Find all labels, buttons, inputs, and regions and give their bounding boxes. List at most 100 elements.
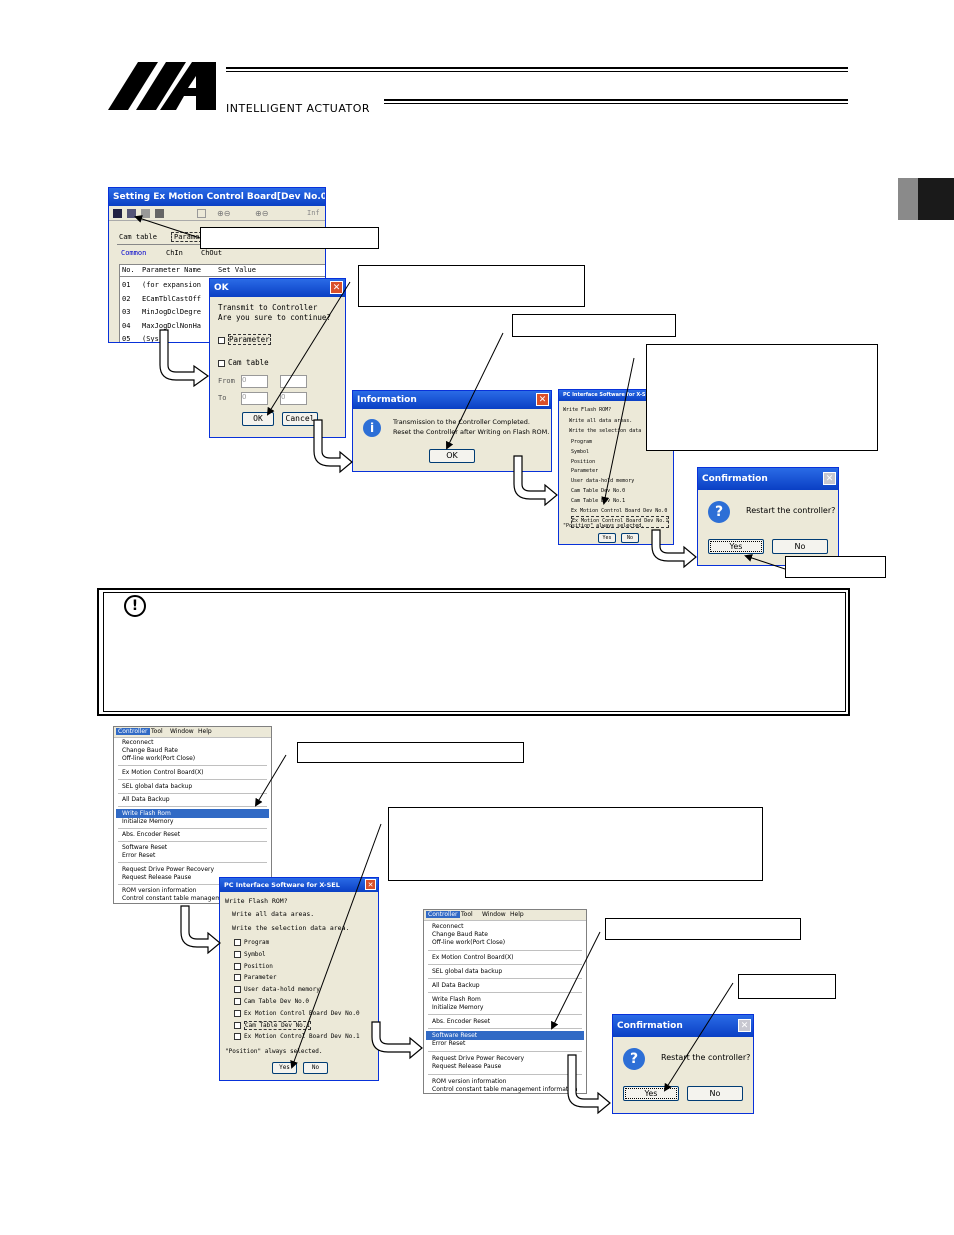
- parameter-checkbox[interactable]: Parameter: [218, 334, 271, 345]
- flash-large-no[interactable]: No: [303, 1062, 328, 1074]
- print-icon[interactable]: [155, 209, 164, 218]
- menu2-controller[interactable]: Controller: [426, 911, 460, 918]
- flash-large-items[interactable]: Program Symbol Position Parameter User d…: [234, 937, 360, 1043]
- close-icon[interactable]: ✕: [738, 1019, 751, 1032]
- confirmation-dialog-2: Confirmation ✕ ? Restart the controller?…: [612, 1014, 754, 1114]
- menu-item-error-reset[interactable]: Error Reset: [122, 852, 156, 859]
- transmit-icon[interactable]: [127, 209, 136, 218]
- menu-item-rom-version[interactable]: ROM version information: [122, 887, 197, 894]
- menu2-item-release-pause[interactable]: Request Release Pause: [432, 1063, 502, 1070]
- flash-small-all[interactable]: Write all data areas.: [569, 418, 633, 424]
- flash-small-yes[interactable]: Yes: [598, 533, 616, 543]
- close-icon[interactable]: ✕: [330, 281, 343, 294]
- menu2-item-software-reset[interactable]: Software Reset: [432, 1032, 478, 1039]
- caution-box: !: [97, 588, 850, 716]
- menu2-item-abs-reset[interactable]: Abs. Encoder Reset: [432, 1018, 491, 1025]
- menu2-item-all-backup[interactable]: All Data Backup: [432, 982, 480, 989]
- tab-chout[interactable]: ChOut: [201, 249, 223, 257]
- menu-item-release-pause[interactable]: Request Release Pause: [122, 874, 192, 881]
- flash-large-sel[interactable]: Write the selection data area.: [232, 924, 350, 932]
- chapter-tab-light: [898, 178, 918, 220]
- menu-help[interactable]: Help: [198, 728, 212, 735]
- menu-item-offline[interactable]: Off-line work(Port Close): [122, 755, 196, 762]
- callout-box-2: [358, 265, 585, 307]
- menu2-tool[interactable]: Tool: [461, 911, 473, 918]
- menu2-item-write-flash[interactable]: Write Flash Rom: [432, 996, 481, 1003]
- menu2-item-offline[interactable]: Off-line work(Port Close): [432, 939, 506, 946]
- menu2-item-drive-power[interactable]: Request Drive Power Recovery: [432, 1055, 525, 1062]
- menu2-window[interactable]: Window: [482, 911, 506, 918]
- confirmation-dialog-1: Confirmation ✕ ? Restart the controller?…: [697, 467, 839, 566]
- info-ok-button[interactable]: OK: [429, 449, 475, 463]
- flow-arrow-5: [180, 905, 221, 955]
- menu-controller[interactable]: Controller: [116, 728, 150, 735]
- menu2-help[interactable]: Help: [510, 911, 524, 918]
- flash-large-yes[interactable]: Yes: [272, 1062, 297, 1074]
- menu2-item-sel-backup[interactable]: SEL global data backup: [432, 968, 503, 975]
- header-rule-top-thin: [226, 71, 848, 72]
- menu-window[interactable]: Window: [170, 728, 194, 735]
- to-select-2[interactable]: 0: [280, 392, 307, 405]
- tab-common[interactable]: Common: [121, 249, 147, 257]
- from-select-2[interactable]: [280, 375, 307, 388]
- caution-icon: !: [124, 595, 146, 617]
- menu-item-reconnect[interactable]: Reconnect: [122, 739, 154, 746]
- to-select[interactable]: 0: [241, 392, 268, 405]
- menu-item-control-constant[interactable]: Control constant table management: [122, 895, 231, 902]
- tool-icon[interactable]: [141, 209, 150, 218]
- close-icon[interactable]: ✕: [536, 393, 549, 406]
- callout-box-7: [388, 807, 763, 881]
- menu-item-abs-reset[interactable]: Abs. Encoder Reset: [122, 831, 181, 838]
- flash-small-sel[interactable]: Write the selection data: [569, 428, 642, 434]
- menu2-item-error-reset[interactable]: Error Reset: [432, 1040, 466, 1047]
- cam-table-checkbox[interactable]: Cam table: [218, 358, 269, 367]
- confirm2-message: Restart the controller?: [661, 1053, 751, 1062]
- question-icon: ?: [708, 501, 730, 523]
- confirm2-yes-button[interactable]: Yes: [623, 1086, 679, 1101]
- tab-cam-table[interactable]: Cam table: [119, 233, 157, 241]
- info-dialog-title: Information: [353, 391, 551, 409]
- col-value: Set Value: [218, 266, 256, 274]
- cancel-button[interactable]: Cancel: [282, 412, 318, 426]
- menu-item-all-backup[interactable]: All Data Backup: [122, 796, 170, 803]
- menu-item-init-memory[interactable]: Initialize Memory: [122, 818, 174, 825]
- confirm1-yes-button[interactable]: Yes: [708, 539, 764, 554]
- ok-button[interactable]: OK: [242, 412, 274, 426]
- menu-item-baud[interactable]: Change Baud Rate: [122, 747, 178, 754]
- menu-tool[interactable]: Tool: [151, 728, 163, 735]
- save-icon[interactable]: [113, 209, 122, 218]
- menu2-item-exmotion[interactable]: Ex Motion Control Board(X): [432, 954, 514, 961]
- menu-item-write-flash[interactable]: Write Flash Rom: [122, 810, 171, 817]
- menu2-item-reconnect[interactable]: Reconnect: [432, 923, 464, 930]
- close-icon[interactable]: ✕: [365, 879, 376, 890]
- from-select[interactable]: 0: [241, 375, 268, 388]
- menu-item-drive-power[interactable]: Request Drive Power Recovery: [122, 866, 215, 873]
- ok-dialog: OK ✕ Transmit to Controller Are you sure…: [209, 278, 346, 438]
- flash-small-heading: Write Flash ROM?: [563, 407, 612, 413]
- menu-item-exmotion[interactable]: Ex Motion Control Board(X): [122, 769, 204, 776]
- flash-large-title: PC Interface Software for X-SEL: [220, 878, 378, 892]
- confirm2-no-button[interactable]: No: [687, 1086, 743, 1101]
- tab-chin[interactable]: ChIn: [166, 249, 183, 257]
- flash-small-no[interactable]: No: [621, 533, 639, 543]
- menu-item-sel-backup[interactable]: SEL global data backup: [122, 783, 193, 790]
- zoom-icon[interactable]: ⊕⊖: [217, 209, 231, 218]
- zoom2-icon[interactable]: ⊕⊖: [255, 209, 269, 218]
- page-icon[interactable]: [197, 209, 206, 218]
- confirm1-message: Restart the controller?: [746, 506, 836, 515]
- confirm1-title: Confirmation: [698, 468, 838, 490]
- menu-item-software-reset[interactable]: Software Reset: [122, 844, 168, 851]
- col-name: Parameter Name: [142, 266, 202, 274]
- menu2-item-baud[interactable]: Change Baud Rate: [432, 931, 488, 938]
- menu2-item-control-constant[interactable]: Control constant table management inform…: [432, 1086, 578, 1093]
- confirm1-no-button[interactable]: No: [772, 539, 828, 554]
- flash-large-footer: "Position" always selected.: [225, 1048, 323, 1055]
- menu2-item-init-memory[interactable]: Initialize Memory: [432, 1004, 484, 1011]
- tab-parameter[interactable]: Parame: [171, 232, 203, 242]
- menu2-item-rom-version[interactable]: ROM version information: [432, 1078, 507, 1085]
- close-icon[interactable]: ✕: [823, 472, 836, 485]
- flash-large-all[interactable]: Write all data areas.: [232, 910, 315, 918]
